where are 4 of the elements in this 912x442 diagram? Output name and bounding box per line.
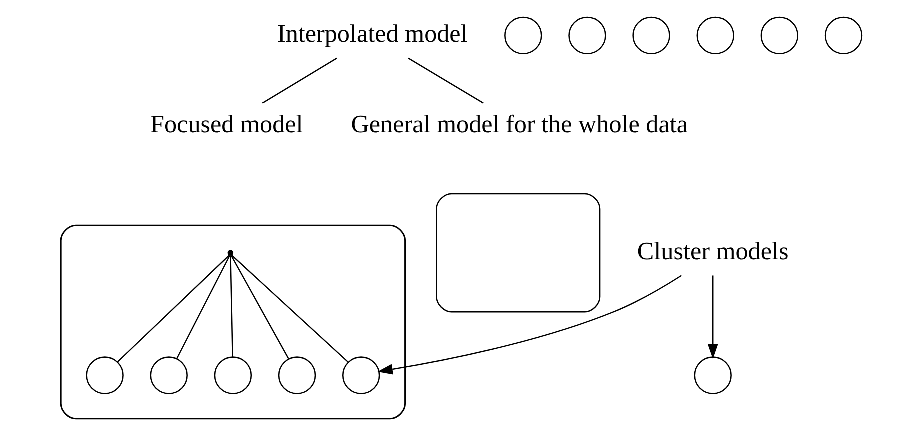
node-text: Focused model bbox=[150, 111, 303, 138]
node-text: Interpolated model bbox=[276, 20, 468, 48]
node-text: Cluster models bbox=[636, 238, 788, 266]
node-text: General model for the whole data bbox=[350, 111, 688, 138]
